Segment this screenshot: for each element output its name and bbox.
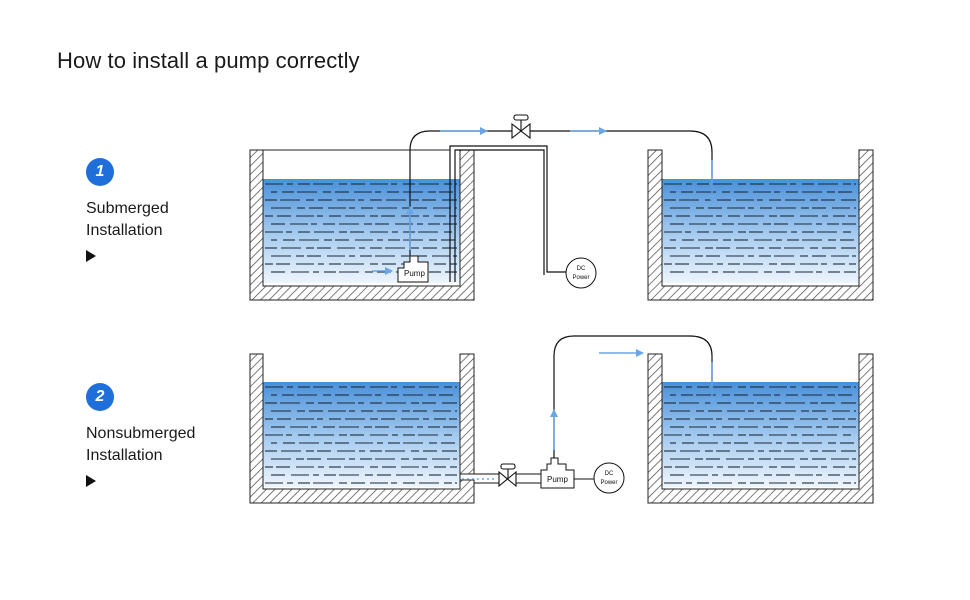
step-label-line1: Nonsubmerged bbox=[86, 425, 196, 442]
step-number-badge: 1 bbox=[86, 158, 114, 186]
page-title: How to install a pump correctly bbox=[57, 48, 360, 73]
step-number-badge: 2 bbox=[86, 383, 114, 411]
valve-icon bbox=[498, 463, 517, 488]
discharge-pipe-2 bbox=[553, 335, 713, 458]
destination-tank bbox=[647, 149, 874, 301]
step-label-line2: Installation bbox=[86, 222, 163, 239]
water-ripples bbox=[664, 183, 856, 273]
water-ripples bbox=[265, 386, 457, 484]
inlet-pipe bbox=[474, 473, 541, 484]
dc-power-source-2: DC Power bbox=[593, 462, 625, 494]
step-label-line1: Submerged bbox=[86, 200, 169, 217]
pump-label: Pump bbox=[547, 475, 568, 484]
dc-power-source: DC Power bbox=[565, 257, 597, 289]
play-arrow-icon bbox=[86, 250, 96, 262]
step-label-line2: Installation bbox=[86, 447, 163, 464]
step-submerged: 1 Submerged Installation bbox=[86, 158, 236, 262]
step-nonsubmerged: 2 Nonsubmerged Installation bbox=[86, 383, 236, 487]
valve-icon bbox=[511, 114, 531, 140]
power-label-line2: Power bbox=[572, 275, 589, 281]
flow-arrows-2 bbox=[462, 349, 716, 480]
pump-label: Pump bbox=[404, 269, 425, 278]
discharge-pipe bbox=[409, 130, 713, 282]
pump-icon-2 bbox=[540, 457, 575, 489]
destination-tank-2 bbox=[647, 353, 874, 504]
pump-icon bbox=[397, 255, 429, 283]
power-label-line2: Power bbox=[600, 480, 617, 486]
source-tank-2 bbox=[249, 353, 475, 504]
source-tank bbox=[249, 149, 475, 301]
flow-arrows bbox=[372, 127, 716, 275]
play-arrow-icon bbox=[86, 475, 96, 487]
water-ripples bbox=[664, 386, 856, 484]
power-label-line1: DC bbox=[577, 266, 586, 272]
power-label-line1: DC bbox=[605, 471, 614, 477]
